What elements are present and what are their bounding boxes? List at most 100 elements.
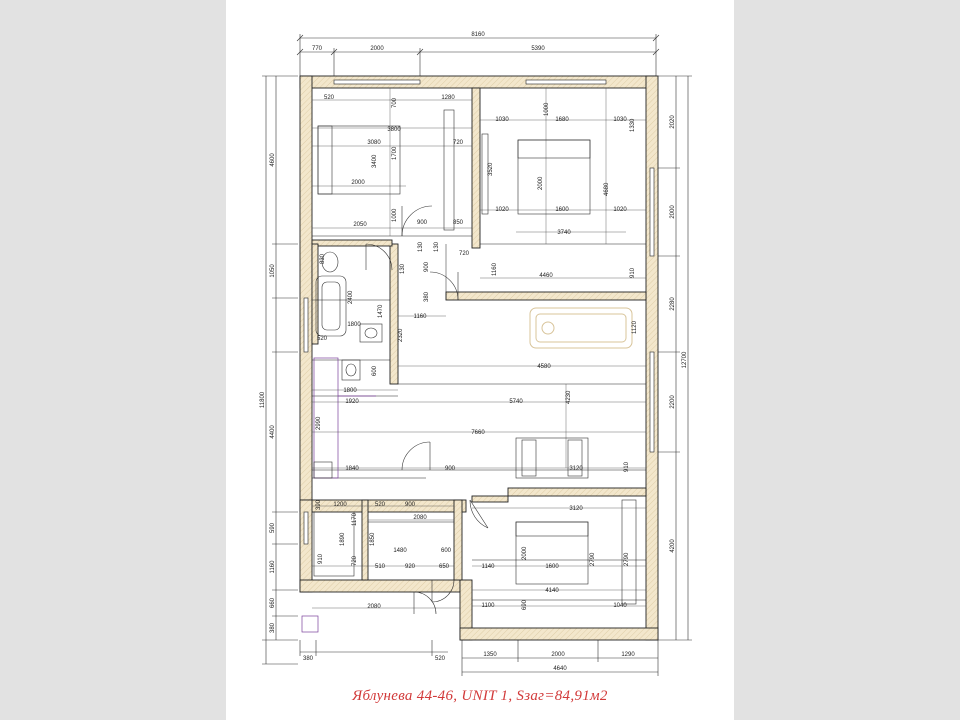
dim-bottom-b: 2000 bbox=[551, 652, 565, 658]
drawing-sheet: 8160 770 2000 5390 11800 4600 1050 4400 … bbox=[226, 0, 734, 720]
dim-s-2080: 2080 bbox=[413, 515, 427, 521]
bed-2 bbox=[517, 139, 591, 215]
sofa bbox=[529, 307, 633, 349]
dim-r1-1280: 1280 bbox=[441, 95, 455, 101]
dim-bottom-520: 520 bbox=[435, 656, 446, 662]
dim-r2-2000: 2000 bbox=[538, 176, 544, 190]
dim-right-c: 2280 bbox=[670, 297, 676, 311]
dim-r1-3080: 3080 bbox=[367, 140, 381, 146]
dim-right-e: 4200 bbox=[670, 539, 676, 553]
dim-l-4580: 4580 bbox=[537, 364, 551, 370]
dim-left-total: 11800 bbox=[260, 391, 266, 408]
dim-l-5740: 5740 bbox=[509, 399, 523, 405]
dim-s-520: 520 bbox=[375, 502, 386, 508]
dim-bottom-total: 4640 bbox=[553, 666, 567, 672]
dim-s-720: 720 bbox=[352, 555, 358, 566]
dim-h-720: 720 bbox=[459, 251, 470, 257]
dim-r1-720: 720 bbox=[453, 140, 464, 146]
dim-r1-3800: 3800 bbox=[387, 127, 401, 133]
dim-bottom-c: 1290 bbox=[621, 652, 635, 658]
dim-bottom-a: 1350 bbox=[483, 652, 497, 658]
dim-right-b: 2000 bbox=[670, 205, 676, 219]
dim-b-1800: 1800 bbox=[347, 322, 361, 328]
dim-s-1480: 1480 bbox=[393, 548, 407, 554]
dim-b-2400: 2400 bbox=[348, 290, 354, 304]
dim-r3-1140: 1140 bbox=[482, 564, 496, 570]
inner-dimension-lines bbox=[312, 88, 646, 609]
dim-r2-1600: 1600 bbox=[555, 207, 569, 213]
dim-bottom-380: 380 bbox=[303, 656, 314, 662]
dim-h-4460: 4460 bbox=[539, 273, 553, 279]
dim-l-1840: 1840 bbox=[345, 466, 359, 472]
windows bbox=[303, 79, 655, 545]
dim-l-910: 910 bbox=[624, 461, 630, 472]
dim-b-830: 830 bbox=[320, 253, 326, 264]
dim-h-130c: 130 bbox=[400, 263, 406, 274]
dim-r2-4680: 4680 bbox=[604, 182, 610, 196]
dim-s-900: 900 bbox=[405, 502, 416, 508]
dim-r1-700: 700 bbox=[392, 97, 398, 108]
floor-plan: 8160 770 2000 5390 11800 4600 1050 4400 … bbox=[260, 32, 692, 676]
dim-top-a: 770 bbox=[312, 46, 323, 52]
dim-h-130a: 130 bbox=[418, 241, 424, 252]
dim-b-2320: 2320 bbox=[398, 328, 404, 342]
dim-r1-1700: 1700 bbox=[392, 146, 398, 160]
dim-r3-1100: 1100 bbox=[482, 603, 496, 609]
dim-l-7660: 7660 bbox=[471, 430, 485, 436]
dim-r2-3520: 3520 bbox=[488, 162, 494, 176]
dim-r2-1020b: 1020 bbox=[613, 207, 627, 213]
dim-top-c: 5390 bbox=[531, 46, 545, 52]
dim-s-1850: 1850 bbox=[370, 532, 376, 546]
bathroom-sink bbox=[359, 323, 383, 343]
dim-l-3120: 3120 bbox=[569, 466, 583, 472]
outer-dimension-lines bbox=[262, 34, 692, 676]
dim-left-b: 1050 bbox=[270, 264, 276, 278]
dim-s-650: 650 bbox=[439, 564, 450, 570]
dim-s-1890: 1890 bbox=[340, 532, 346, 546]
toilet bbox=[321, 251, 339, 273]
dim-r2-1020a: 1020 bbox=[495, 207, 509, 213]
dim-r2-1330: 1330 bbox=[630, 118, 636, 132]
furniture bbox=[313, 109, 637, 605]
dim-r3-3120: 3120 bbox=[569, 506, 583, 512]
dim-s-390: 390 bbox=[316, 499, 322, 510]
dim-r3-2790a: 2790 bbox=[590, 552, 596, 566]
dim-r2-1000: 1000 bbox=[544, 102, 550, 116]
plan-caption: Яблунева 44-46, UNIT 1, Sзаг=84,91м2 bbox=[352, 688, 608, 704]
dim-left-c: 4400 bbox=[270, 425, 276, 439]
dim-right-total: 12700 bbox=[682, 351, 688, 368]
dim-right-a: 2020 bbox=[670, 115, 676, 129]
dim-r1-1000: 1000 bbox=[392, 208, 398, 222]
dim-h-910: 910 bbox=[630, 267, 636, 278]
dim-s-2080b: 2080 bbox=[367, 604, 381, 610]
dim-b-1470: 1470 bbox=[378, 304, 384, 318]
dim-s-920: 920 bbox=[405, 564, 416, 570]
bathtub bbox=[315, 275, 347, 337]
dim-left-f: 660 bbox=[270, 597, 276, 608]
dim-l-900: 900 bbox=[445, 466, 456, 472]
dim-r3-1040: 1040 bbox=[613, 603, 627, 609]
dim-r3-690: 690 bbox=[522, 599, 528, 610]
dim-l-600: 600 bbox=[372, 365, 378, 376]
kitchen-sink bbox=[341, 359, 361, 381]
dim-l-1120: 1120 bbox=[632, 320, 638, 334]
interior-lines bbox=[312, 235, 646, 601]
dim-r2-1680: 1680 bbox=[555, 117, 569, 123]
dim-l-4230: 4230 bbox=[566, 390, 572, 404]
dim-h-1160v: 1160 bbox=[492, 262, 498, 276]
dim-l-2990: 2990 bbox=[316, 416, 322, 430]
dim-r1-850: 850 bbox=[453, 220, 464, 226]
dim-r3-1600: 1600 bbox=[545, 564, 559, 570]
dim-r3-4140: 4140 bbox=[545, 588, 559, 594]
dim-r3-2000: 2000 bbox=[522, 546, 528, 560]
dining-table bbox=[515, 437, 589, 479]
dim-top-total: 8160 bbox=[471, 32, 485, 38]
dim-r1-520: 520 bbox=[324, 95, 335, 101]
dim-top-b: 2000 bbox=[370, 46, 384, 52]
dim-s-600: 600 bbox=[441, 548, 452, 554]
dim-b-520: 520 bbox=[317, 336, 328, 342]
dim-s-1200: 1200 bbox=[333, 502, 347, 508]
hob bbox=[313, 461, 333, 479]
dim-r1-3400: 3400 bbox=[372, 154, 378, 168]
dim-r2-1030b: 1030 bbox=[613, 117, 627, 123]
